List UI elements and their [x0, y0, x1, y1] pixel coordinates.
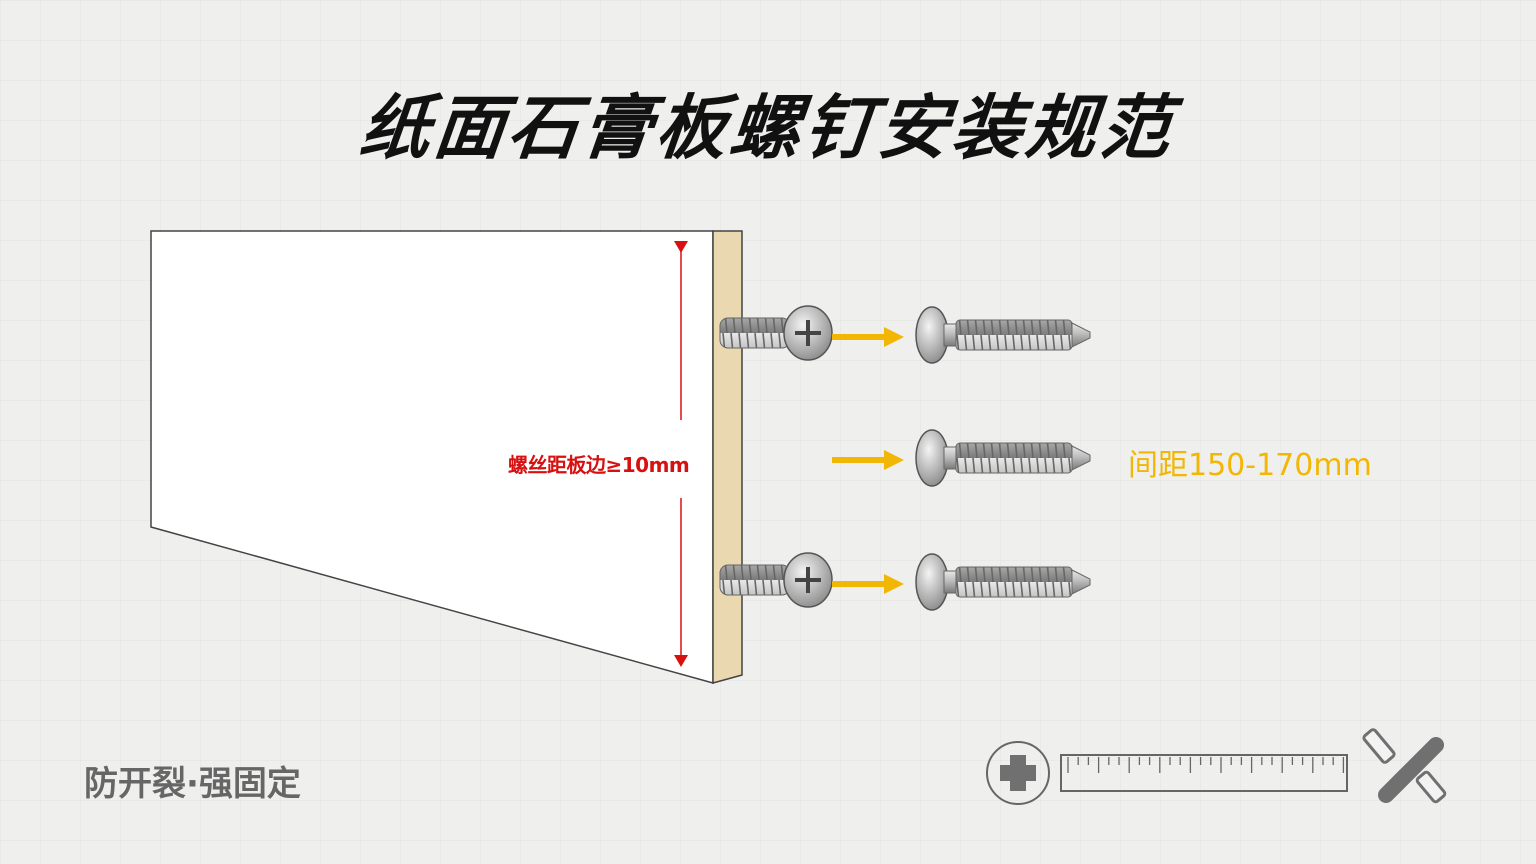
edge-distance-dimension — [674, 241, 688, 667]
arrow-icon — [832, 574, 904, 594]
edge-distance-label: 螺丝距板边≥10mm — [508, 453, 690, 477]
gypsum-board-edge — [712, 230, 743, 684]
slogan: 防开裂·强固定 — [84, 764, 301, 804]
phillips-screw-head-icon — [986, 741, 1050, 805]
screw-icon — [915, 429, 1091, 487]
arrow-icon — [832, 327, 904, 347]
ruler-icon: (function(){var g=document.currentScript… — [1060, 754, 1348, 792]
arrow-icon — [832, 450, 904, 470]
screw-icon — [915, 306, 1091, 364]
spacing-label: 间距150-170mm — [1128, 448, 1372, 483]
screwdriver-cross-icon — [1362, 728, 1447, 804]
screw-icon — [915, 553, 1091, 611]
